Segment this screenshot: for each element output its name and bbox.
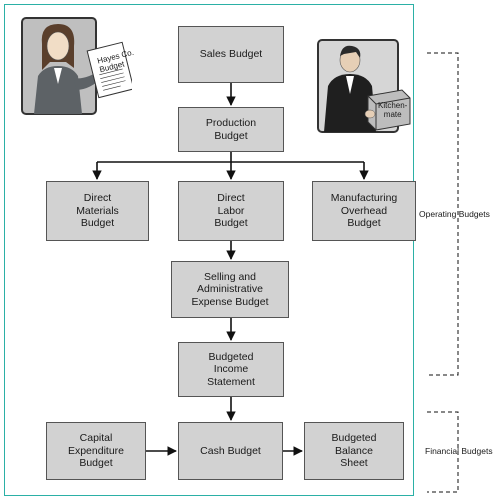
box-label-text: Kitchen- mate — [378, 101, 408, 120]
sales-budget-box: Sales Budget — [178, 26, 284, 83]
selling-administrative-expense-budget-box: Selling and Administrative Expense Budge… — [171, 261, 289, 318]
man-with-box-illustration — [317, 39, 411, 133]
woman-with-budget-illustration — [21, 17, 132, 115]
budgeted-balance-sheet-box: Budgeted Balance Sheet — [304, 422, 404, 480]
financial-budgets-label: Financial Budgets — [425, 446, 493, 456]
operating-budgets-label: Operating Budgets — [419, 209, 490, 219]
financial-budgets-bracket — [427, 411, 459, 493]
manufacturing-overhead-budget-box: Manufacturing Overhead Budget — [312, 181, 416, 241]
production-budget-box: Production Budget — [178, 107, 284, 152]
operating-budgets-bracket — [427, 52, 459, 376]
cash-budget-box: Cash Budget — [178, 422, 283, 480]
budgeted-income-statement-box: Budgeted Income Statement — [178, 342, 284, 397]
capital-expenditure-budget-box: Capital Expenditure Budget — [46, 422, 146, 480]
direct-materials-budget-box: Direct Materials Budget — [46, 181, 149, 241]
direct-labor-budget-box: Direct Labor Budget — [178, 181, 284, 241]
